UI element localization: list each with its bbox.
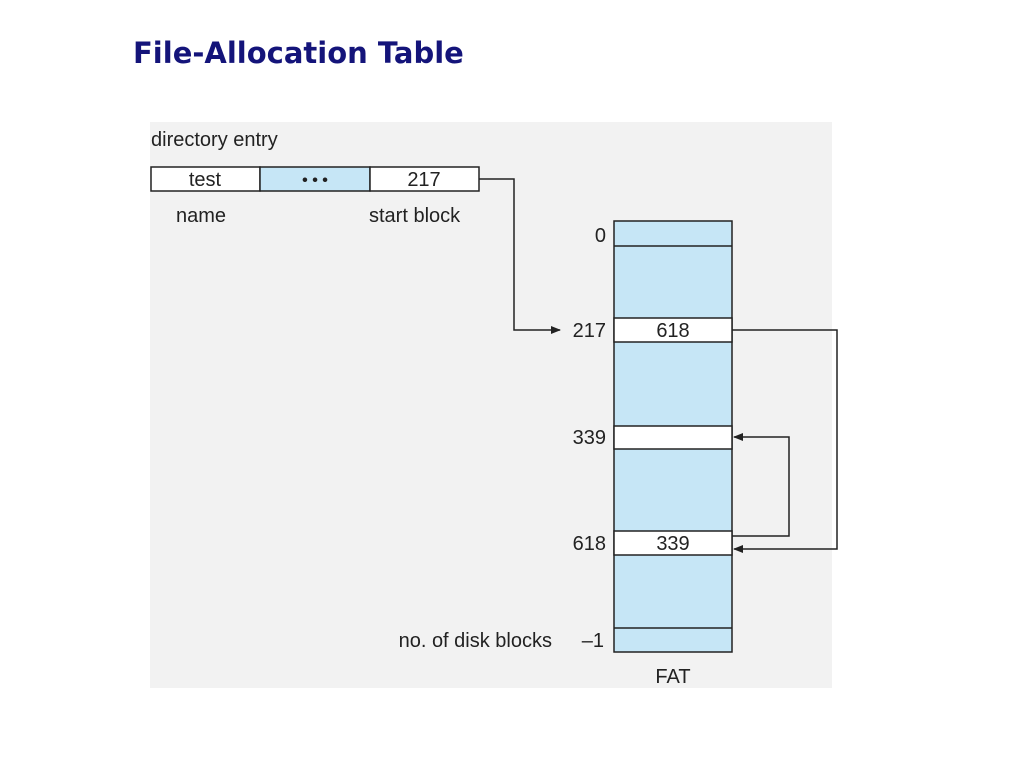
directory-name-value: test bbox=[189, 169, 222, 191]
directory-ellipsis: • • • bbox=[302, 172, 328, 189]
fat-row-217-value: 618 bbox=[656, 320, 689, 342]
directory-start-block-value: 217 bbox=[407, 169, 440, 191]
fat-row-618 bbox=[613, 530, 733, 556]
fat-index-217: 217 bbox=[573, 320, 606, 342]
disk-blocks-label: no. of disk blocks bbox=[399, 630, 552, 652]
fat-row-339 bbox=[613, 425, 733, 450]
fat-caption: FAT bbox=[655, 666, 690, 688]
slide-title: File-Allocation Table bbox=[133, 36, 464, 70]
fat-index-339: 339 bbox=[573, 427, 606, 449]
arrow-start-block-to-217 bbox=[479, 178, 561, 334]
directory-entry-heading: directory entry bbox=[151, 129, 278, 151]
start-block-caption: start block bbox=[369, 205, 461, 227]
directory-name-cell bbox=[150, 166, 261, 192]
fat-row-217 bbox=[613, 317, 733, 343]
fat-index-618: 618 bbox=[573, 533, 606, 555]
fat-row-618-value: 339 bbox=[656, 533, 689, 555]
name-caption: name bbox=[176, 205, 226, 227]
fat-index-0: 0 bbox=[595, 225, 606, 247]
fat-index-end-of-file: –1 bbox=[582, 630, 604, 652]
arrow-618-to-339 bbox=[732, 433, 790, 537]
arrow-217-to-618 bbox=[732, 329, 838, 553]
